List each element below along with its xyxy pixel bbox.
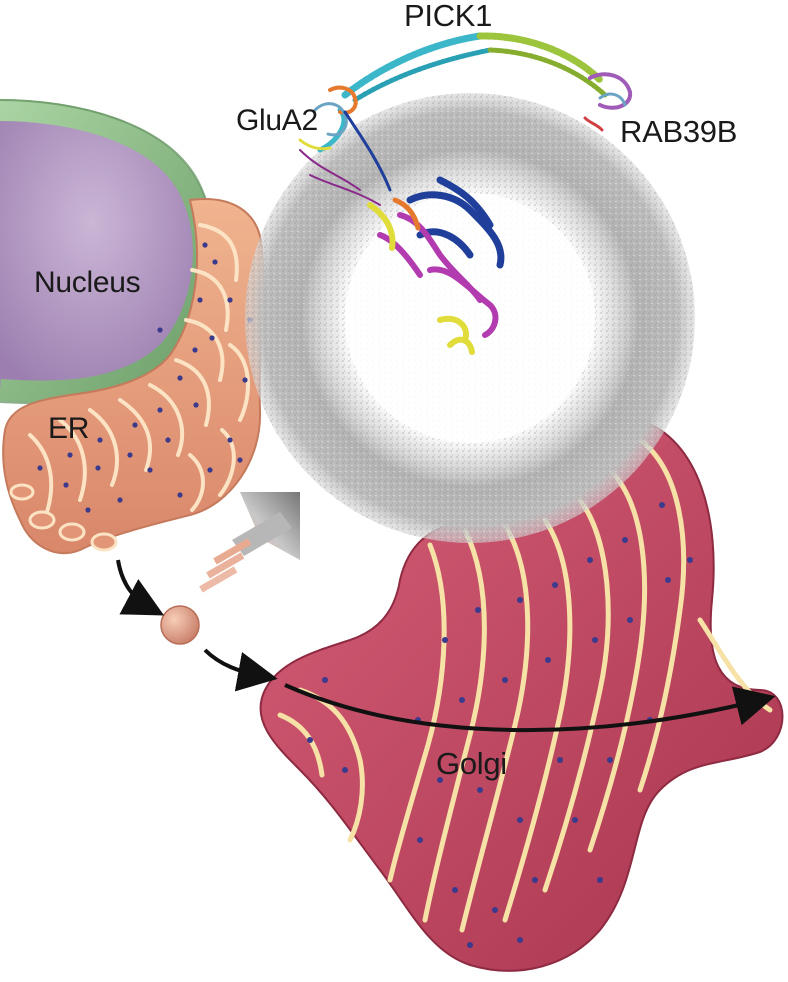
golgi-label: Golgi	[436, 746, 507, 781]
pick1-structure	[341, 32, 633, 132]
nucleus-label: Nucleus	[34, 266, 141, 299]
golgi-apparatus	[259, 418, 784, 972]
er-to-vesicle-arrow	[116, 559, 165, 616]
trafficking-block-arrow	[199, 492, 300, 593]
glua2-label: GluA2	[236, 104, 318, 137]
molecular-sphere	[245, 93, 695, 543]
glua2-structure	[298, 85, 392, 192]
protein-complex	[299, 107, 505, 355]
rab39b-label: RAB39B	[620, 114, 738, 149]
vesicle-to-golgi-arrow	[203, 648, 278, 692]
pick1-label: PICK1	[404, 0, 493, 33]
golgi-transit-arrow	[284, 683, 776, 733]
transport-vesicle	[160, 605, 200, 645]
er-label: ER	[48, 412, 90, 445]
endoplasmic-reticulum	[2, 198, 265, 555]
